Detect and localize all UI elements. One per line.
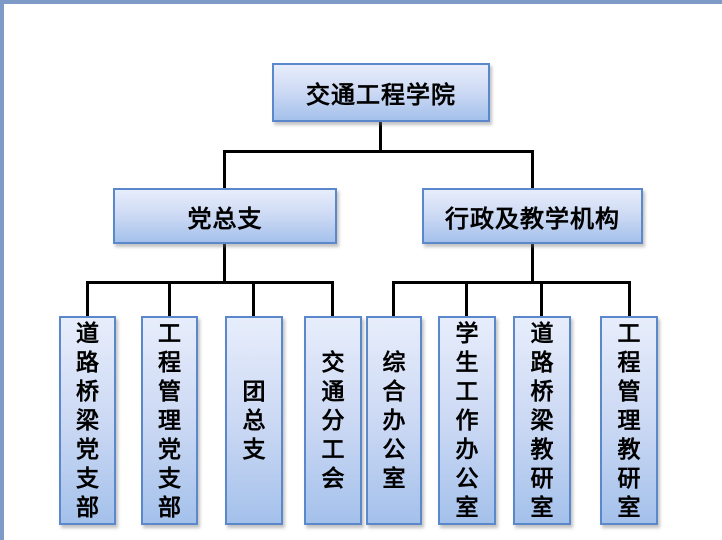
org-node-label: 学生工作办公室 <box>455 320 479 520</box>
org-node-label: 党总支 <box>187 205 263 233</box>
connector-line <box>531 150 534 190</box>
org-node-admin-teaching: 行政及教学机构 <box>422 188 643 244</box>
connector-line <box>223 150 534 153</box>
org-node-label: 团总支 <box>242 378 266 462</box>
org-node-label: 道路桥梁教研室 <box>530 320 554 520</box>
frame-border-top <box>0 0 722 4</box>
connector-line <box>168 281 171 316</box>
connector-line <box>465 281 468 316</box>
connector-line <box>379 121 382 152</box>
org-node-label: 工程管理教研室 <box>617 320 641 520</box>
connector-line <box>223 243 226 283</box>
connector-line <box>86 281 334 284</box>
connector-line <box>86 281 89 316</box>
org-node-label: 工程管理党支部 <box>158 320 181 520</box>
connector-line <box>252 281 255 316</box>
org-node-general-office: 综合办公室 <box>366 316 422 525</box>
org-node-eng-mgmt-party-branch: 工程管理党支部 <box>141 316 198 525</box>
org-node-youth-league-branch: 团总支 <box>225 316 283 525</box>
org-node-traffic-union: 交通分工会 <box>304 316 362 525</box>
connector-line <box>540 281 543 316</box>
frame-border-left <box>0 0 4 540</box>
org-node-label: 综合办公室 <box>382 349 406 491</box>
org-node-road-bridge-teaching-office: 道路桥梁教研室 <box>513 316 571 525</box>
org-node-road-bridge-party-branch: 道路桥梁党支部 <box>59 316 116 525</box>
org-node-party-general-branch: 党总支 <box>113 188 337 244</box>
connector-line <box>392 281 631 284</box>
org-node-label: 交通工程学院 <box>306 82 456 109</box>
connector-line <box>628 281 631 316</box>
org-node-student-affairs-office: 学生工作办公室 <box>438 316 496 525</box>
connector-line <box>331 281 334 316</box>
org-node-label: 交通分工会 <box>321 349 345 491</box>
connector-line <box>531 243 534 283</box>
org-node-college: 交通工程学院 <box>272 63 490 122</box>
org-node-label: 道路桥梁党支部 <box>76 320 99 520</box>
connector-line <box>392 281 395 316</box>
org-node-eng-mgmt-teaching-office: 工程管理教研室 <box>600 316 658 525</box>
connector-line <box>223 150 226 190</box>
org-node-label: 行政及教学机构 <box>445 205 620 233</box>
